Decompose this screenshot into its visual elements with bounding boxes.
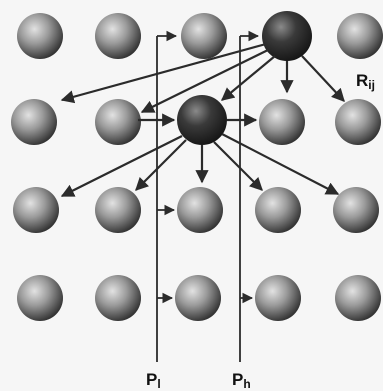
arrow [221,133,340,195]
sphere [181,13,227,59]
label-r-main: R [356,71,368,90]
label-pl-main: P [146,370,157,389]
label-ph-sub: h [243,377,250,391]
sphere-row-1 [17,11,383,61]
arrow [60,135,183,197]
sphere [335,275,381,321]
arrow [135,139,187,191]
sphere [17,275,63,321]
sphere [255,187,301,233]
label-r-ij: Rij [356,71,375,92]
arrows-top-emitter [60,42,345,113]
arrow [213,141,263,191]
sphere [259,99,305,145]
sphere [175,275,221,321]
arrow [220,55,276,101]
sphere [17,13,63,59]
label-ph-main: P [232,370,243,389]
sphere [177,187,223,233]
sphere [335,99,381,145]
emitter-sphere-middle [177,95,227,145]
sphere-row-3 [13,187,379,233]
arrow [301,55,345,102]
path-ph [239,30,260,362]
sphere-row-2 [11,95,381,145]
sphere [95,99,141,145]
sphere [95,187,141,233]
sphere [11,99,57,145]
sphere [13,187,59,233]
sphere [333,187,379,233]
sphere [337,13,383,59]
arrow [140,49,269,113]
path-pl [156,30,178,362]
sphere [255,275,301,321]
label-p-l: Pl [146,370,161,391]
sphere [95,275,141,321]
label-r-sub: ij [368,78,375,92]
label-pl-sub: l [157,377,160,391]
sphere [95,13,141,59]
arrow [60,42,267,104]
arrows-middle-emitter [60,113,340,197]
label-p-h: Ph [232,370,251,391]
emitter-sphere-top [262,11,312,61]
sphere-row-4 [17,275,381,321]
